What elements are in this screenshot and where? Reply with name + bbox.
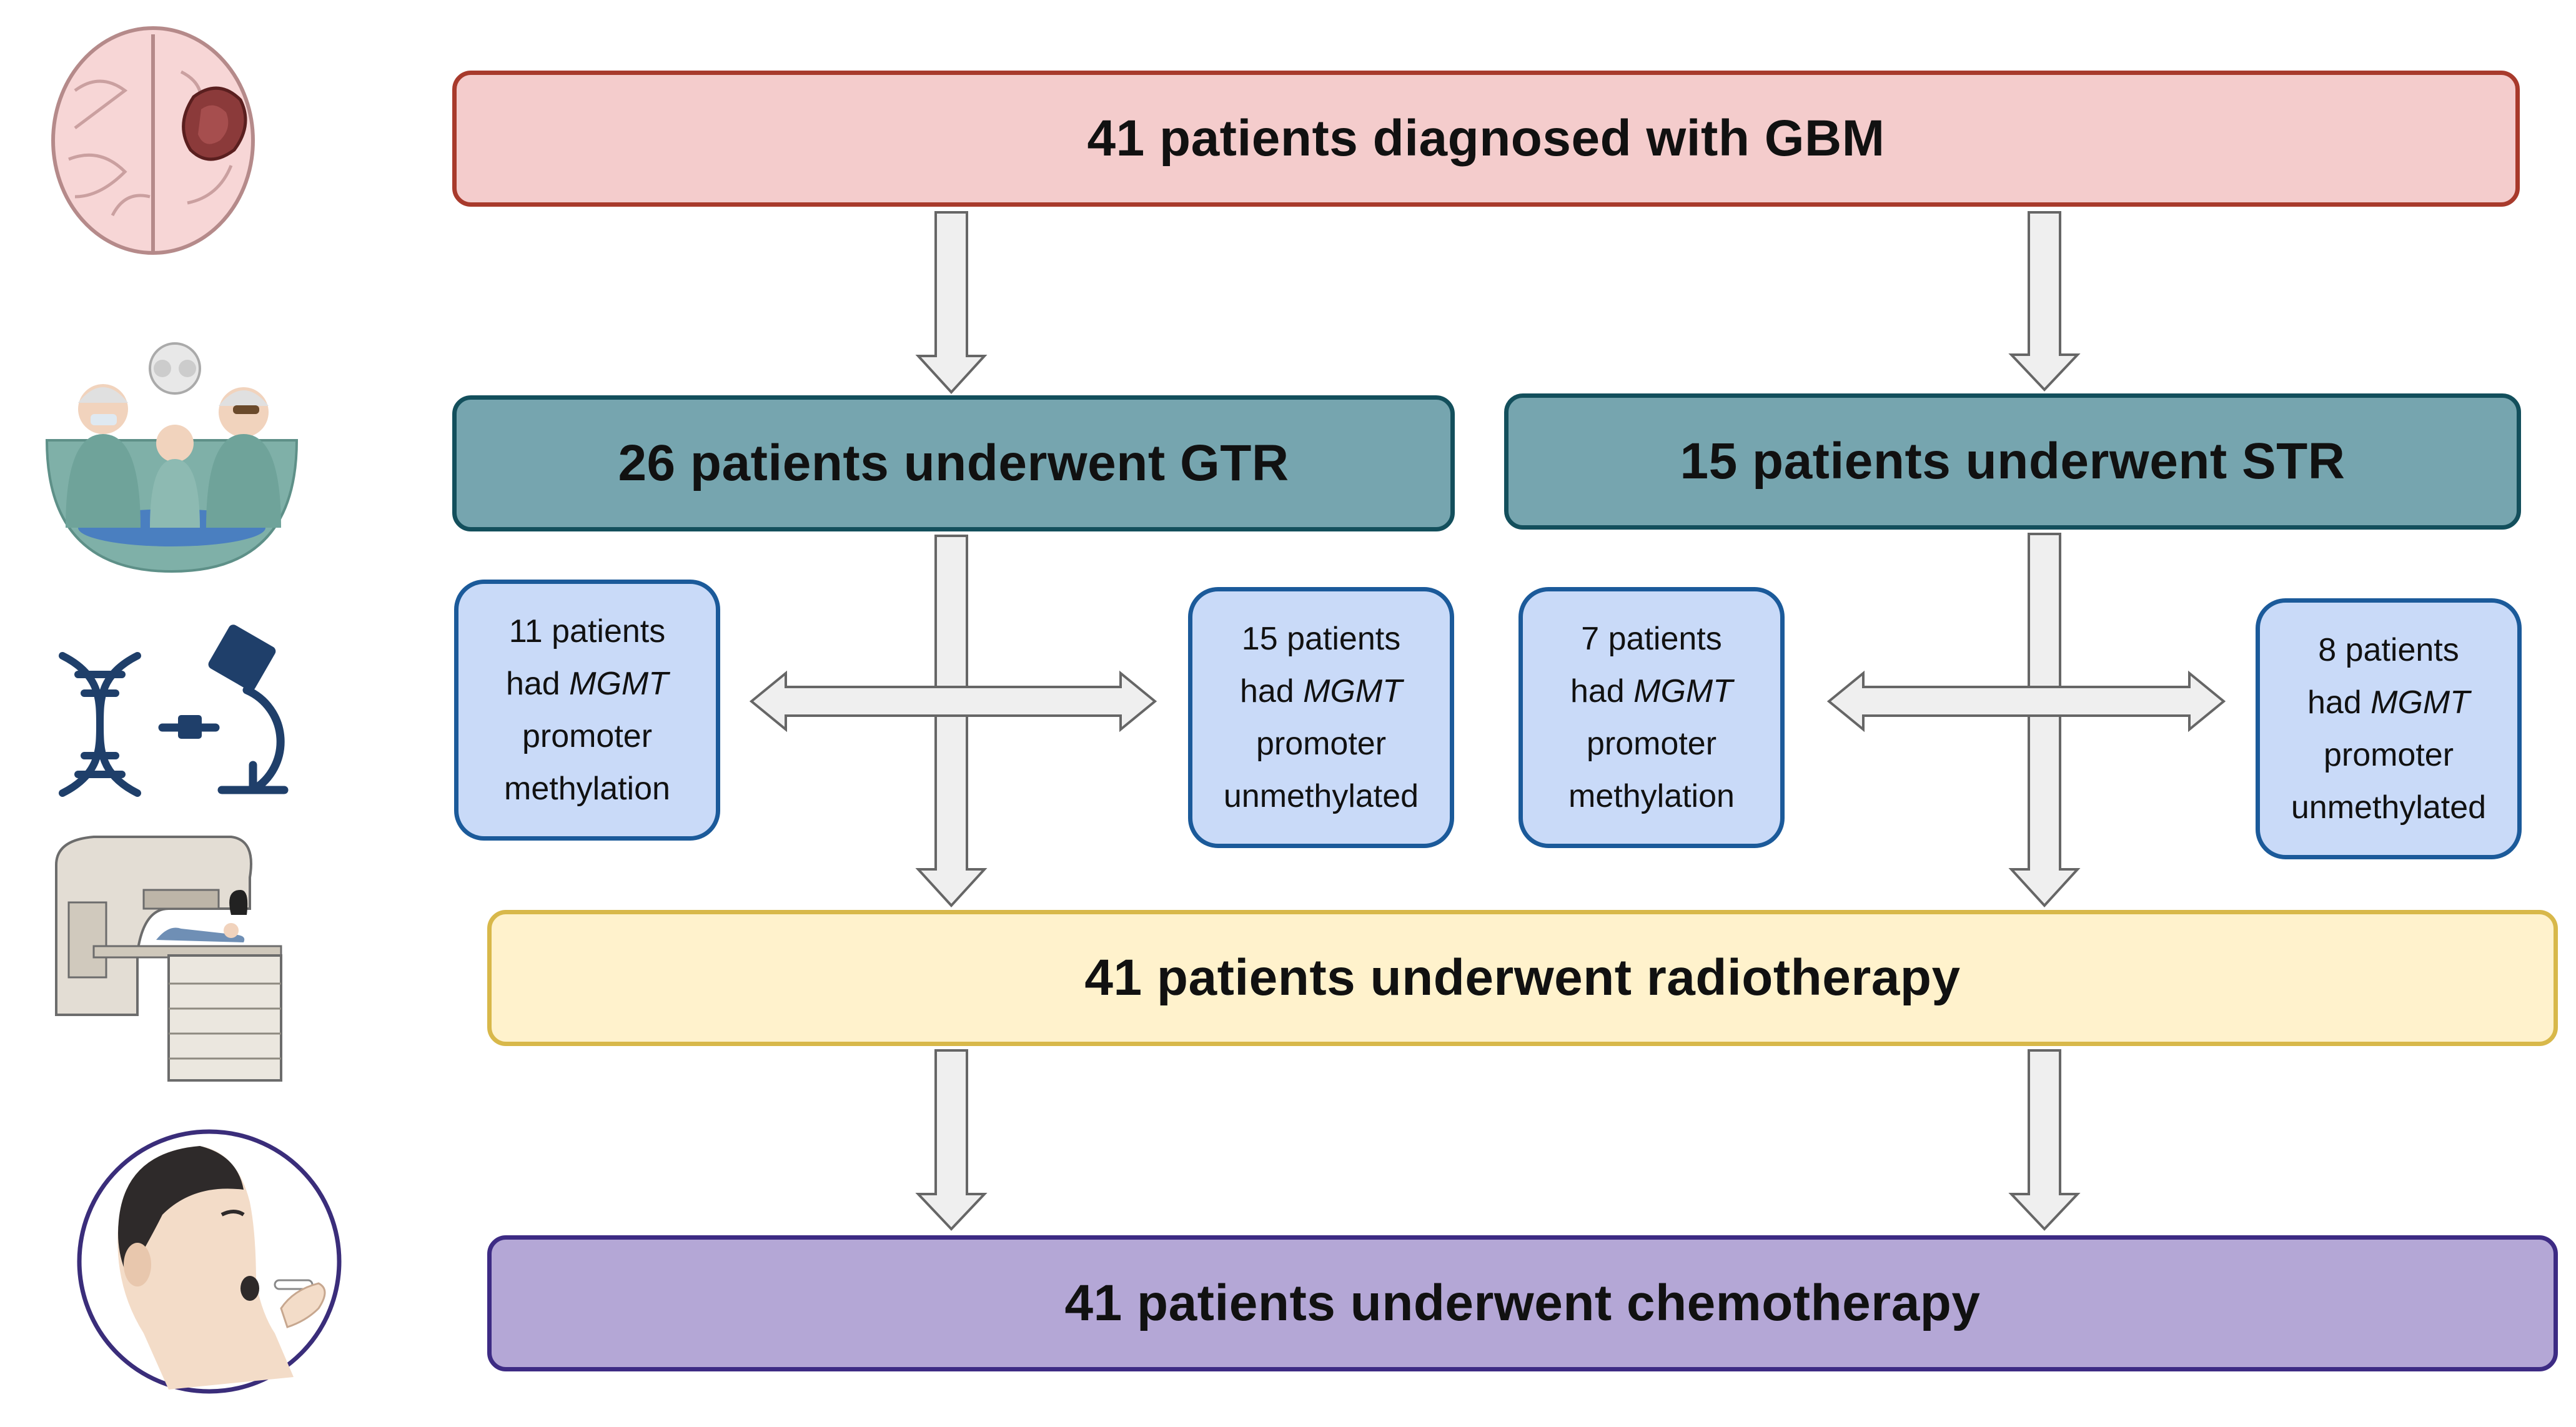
- gtr-box: 26 patients underwent GTR: [452, 395, 1455, 531]
- radiotherapy-box: 41 patients underwent radiotherapy: [487, 910, 2558, 1046]
- subgroup-status: methylation: [1568, 778, 1735, 814]
- subgroup-count: 8 patients: [2318, 632, 2459, 668]
- subgroup-status: methylation: [504, 771, 670, 807]
- subgroup-count: 15 patients: [1241, 621, 1401, 657]
- gene-name: MGMT: [2370, 684, 2470, 721]
- str-box: 15 patients underwent STR: [1504, 393, 2521, 530]
- microscope-icon: [158, 625, 289, 794]
- dna-icon: [59, 652, 141, 797]
- radiotherapy-machine-icon: [55, 836, 282, 1082]
- double-arrow-gtr: [749, 670, 1157, 733]
- arrow-radiotherapy-to-chemo-left: [915, 1049, 988, 1231]
- brain-tumor-icon: [51, 26, 255, 255]
- chemotherapy-box: 41 patients underwent chemotherapy: [487, 1235, 2558, 1371]
- arrow-str-to-radiotherapy: [2008, 533, 2081, 907]
- str-unmethylated-box: 8 patients had MGMT promoter unmethylate…: [2256, 598, 2522, 859]
- gene-name: MGMT: [1303, 673, 1403, 709]
- subgroup-promoter: promoter: [522, 718, 653, 754]
- subgroup-had: had: [1570, 673, 1634, 709]
- subgroup-had: had: [2307, 684, 2371, 721]
- subgroup-promoter: promoter: [2323, 737, 2454, 773]
- surgery-team-icon: [45, 342, 299, 573]
- subgroup-promoter: promoter: [1256, 726, 1387, 762]
- subgroup-promoter: promoter: [1586, 726, 1717, 762]
- str-methylated-box: 7 patients had MGMT promoter methylation: [1518, 587, 1785, 848]
- gtr-unmethylated-box: 15 patients had MGMT promoter unmethylat…: [1188, 587, 1454, 848]
- str-label: 15 patients underwent STR: [1680, 433, 2346, 490]
- subgroup-had: had: [505, 666, 570, 702]
- oral-medication-icon: [77, 1129, 342, 1394]
- arrow-gtr-to-radiotherapy: [915, 535, 988, 907]
- subgroup-had: had: [1239, 673, 1304, 709]
- chemotherapy-label: 41 patients underwent chemotherapy: [1064, 1275, 1981, 1331]
- subgroup-status: unmethylated: [1223, 778, 1419, 814]
- arrow-radiotherapy-to-chemo-right: [2008, 1049, 2081, 1231]
- gtr-label: 26 patients underwent GTR: [618, 435, 1289, 491]
- gene-name: MGMT: [569, 666, 669, 702]
- arrow-gbm-to-str: [2008, 211, 2081, 392]
- radiotherapy-label: 41 patients underwent radiotherapy: [1084, 949, 1961, 1006]
- double-arrow-str: [1826, 670, 2226, 733]
- subgroup-count: 7 patients: [1581, 621, 1722, 657]
- gene-name: MGMT: [1633, 673, 1733, 709]
- gtr-methylated-box: 11 patients had MGMT promoter methylatio…: [454, 580, 720, 841]
- diagnosis-box: 41 patients diagnosed with GBM: [452, 71, 2520, 207]
- subgroup-status: unmethylated: [2291, 789, 2487, 826]
- subgroup-count: 11 patients: [508, 613, 666, 649]
- diagnosis-label: 41 patients diagnosed with GBM: [1087, 110, 1885, 167]
- arrow-gbm-to-gtr: [915, 211, 988, 394]
